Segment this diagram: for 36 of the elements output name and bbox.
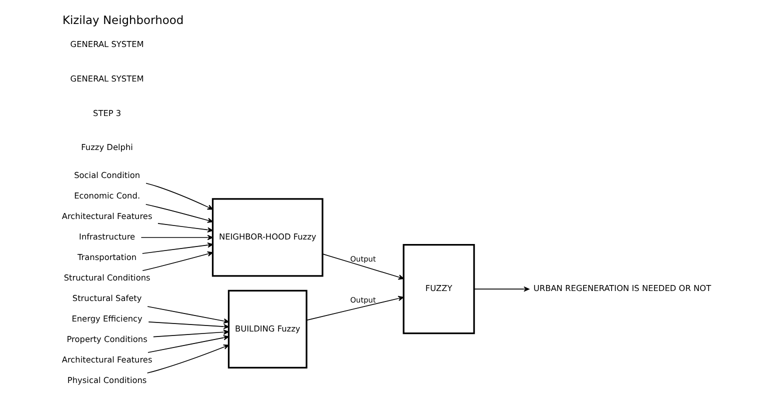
arrow <box>145 182 213 210</box>
node-text: Infrastructure <box>78 232 135 242</box>
node-text: Structural Safety <box>72 292 142 303</box>
node-box: BUILDING Fuzzy <box>227 290 307 369</box>
node-text: Physical Conditions <box>66 374 146 385</box>
label: GENERAL SYSTEM <box>70 39 144 50</box>
arrow <box>147 335 229 353</box>
diagram-title: Kizilay Neighborhood <box>62 12 184 27</box>
node-text: Energy Efficiency <box>71 313 142 324</box>
arrow <box>146 344 229 374</box>
arrow <box>306 296 404 321</box>
arrow <box>141 242 213 254</box>
arrow <box>322 254 404 280</box>
node-text: URBAN REGENERATION IS NEEDED OR NOT <box>533 283 711 294</box>
arrow <box>152 330 228 338</box>
label: GENERAL SYSTEM <box>70 73 144 84</box>
edge-label: Output <box>350 254 376 264</box>
node-text: Structural Conditions <box>63 272 150 282</box>
arrow <box>146 306 229 324</box>
node-text: Economic Cond. <box>74 190 140 201</box>
arrow <box>144 204 213 223</box>
node-text: Transportation <box>77 252 136 262</box>
node-box: FUZZY <box>402 244 474 334</box>
arrow <box>473 286 529 292</box>
arrow <box>157 223 212 232</box>
arrow <box>142 251 212 272</box>
node-text: Property Conditions <box>66 334 147 344</box>
node-text: Architectural Features <box>61 354 152 364</box>
edge-label: Output <box>350 295 376 304</box>
label: Fuzzy Delphi <box>80 142 132 152</box>
node-box: NEIGHBOR-HOOD Fuzzy <box>211 198 323 277</box>
label: STEP 3 <box>92 108 121 118</box>
arrow <box>140 234 212 240</box>
arrow <box>148 322 229 330</box>
node-text: Architectural Features <box>61 211 152 222</box>
node-text: Social Condition <box>74 170 140 180</box>
